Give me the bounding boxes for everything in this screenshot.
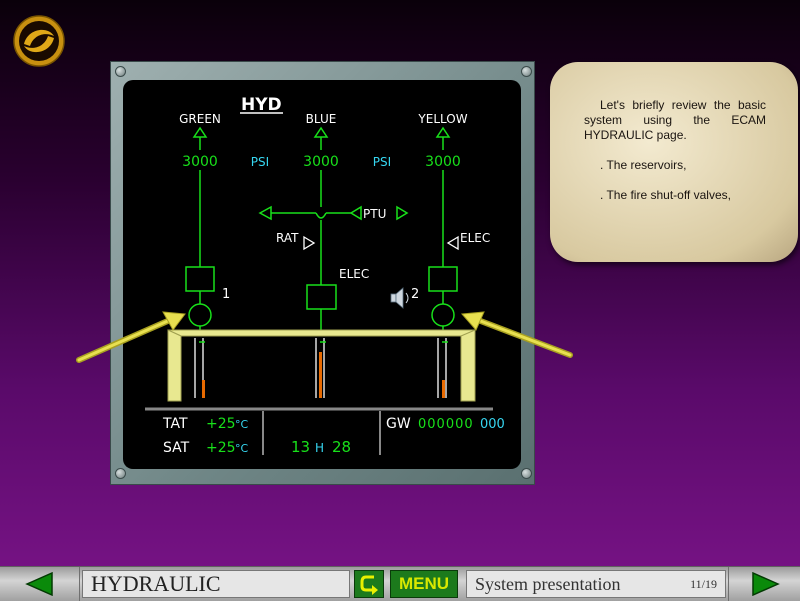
tat-value: +25 [206, 416, 236, 432]
page-number: 11/19 [690, 577, 717, 591]
psi-unit-right: PSI [373, 155, 391, 169]
elec-yellow-arrow [446, 235, 459, 251]
gw-value: 000000 [418, 417, 474, 432]
pressure-yellow: 3000 [425, 154, 461, 170]
explanation-note: Let's briefly review the basic system us… [550, 62, 798, 262]
elec-yellow-label: ELEC [460, 231, 490, 245]
note-intro: Let's briefly review the basic system us… [584, 98, 766, 142]
note-item-fire-valves: . The fire shut-off valves, [600, 188, 731, 202]
ptu-arrow-left [258, 205, 272, 221]
tat-unit: °C [235, 418, 249, 431]
system-lines [199, 170, 444, 285]
ecam-page-title: HYD [241, 95, 282, 115]
return-button[interactable] [354, 570, 384, 598]
ptu-label: PTU [363, 207, 386, 221]
note-item-reservoirs: . The reservoirs, [600, 158, 687, 172]
pressure-blue: 3000 [303, 154, 339, 170]
pump-1-label: 1 [222, 287, 230, 302]
company-logo [13, 15, 65, 67]
section-title: HYDRAULIC [82, 570, 350, 598]
time-minutes: 28 [332, 438, 351, 456]
previous-button[interactable] [0, 567, 80, 601]
speaker-icon[interactable] [390, 287, 409, 309]
psi-unit-left: PSI [251, 155, 269, 169]
tat-label: TAT [162, 416, 188, 432]
return-arrow-icon [360, 575, 378, 595]
time-h-unit: H [315, 441, 324, 455]
pressure-green: 3000 [182, 154, 218, 170]
arrow-right-icon [751, 572, 780, 596]
arrow-left-icon [24, 572, 53, 596]
ptu-arrow-right [396, 205, 409, 221]
subtitle-box: System presentation 11/19 [466, 570, 726, 598]
time-hours: 13 [291, 438, 310, 456]
reservoir-highlight-frame [167, 329, 476, 402]
ecam-hydraulic-page: HYD GREEN BLUE YELLOW 3000 3000 3000 PSI… [145, 95, 505, 456]
pointer-arrow-left [76, 311, 186, 363]
sat-value: +25 [206, 440, 236, 456]
sat-unit: °C [235, 442, 249, 455]
system-name-yellow: YELLOW [417, 112, 467, 126]
menu-button[interactable]: MENU [390, 570, 458, 598]
rat-arrow [303, 235, 316, 251]
system-name-green: GREEN [179, 112, 221, 126]
ptu-arrow-mid [349, 205, 362, 221]
screw [115, 66, 126, 77]
gw-unit: 000 [480, 417, 505, 432]
pointer-arrow-right [460, 311, 573, 358]
next-button[interactable] [728, 567, 800, 601]
gw-label: GW [386, 416, 411, 432]
pump-2-label: 2 [411, 287, 419, 302]
sat-label: SAT [163, 440, 190, 456]
rat-label: RAT [276, 231, 299, 245]
bottom-nav-bar: HYDRAULIC MENU System presentation 11/19 [0, 566, 800, 601]
elec-blue-label: ELEC [339, 267, 369, 281]
pressure-triangles [192, 126, 451, 150]
screw [521, 468, 532, 479]
ecam-screen [123, 80, 521, 469]
screw [115, 468, 126, 479]
reservoirs [194, 338, 448, 398]
subtitle-text: System presentation [475, 574, 621, 594]
screw [521, 66, 532, 77]
system-name-blue: BLUE [306, 112, 337, 126]
